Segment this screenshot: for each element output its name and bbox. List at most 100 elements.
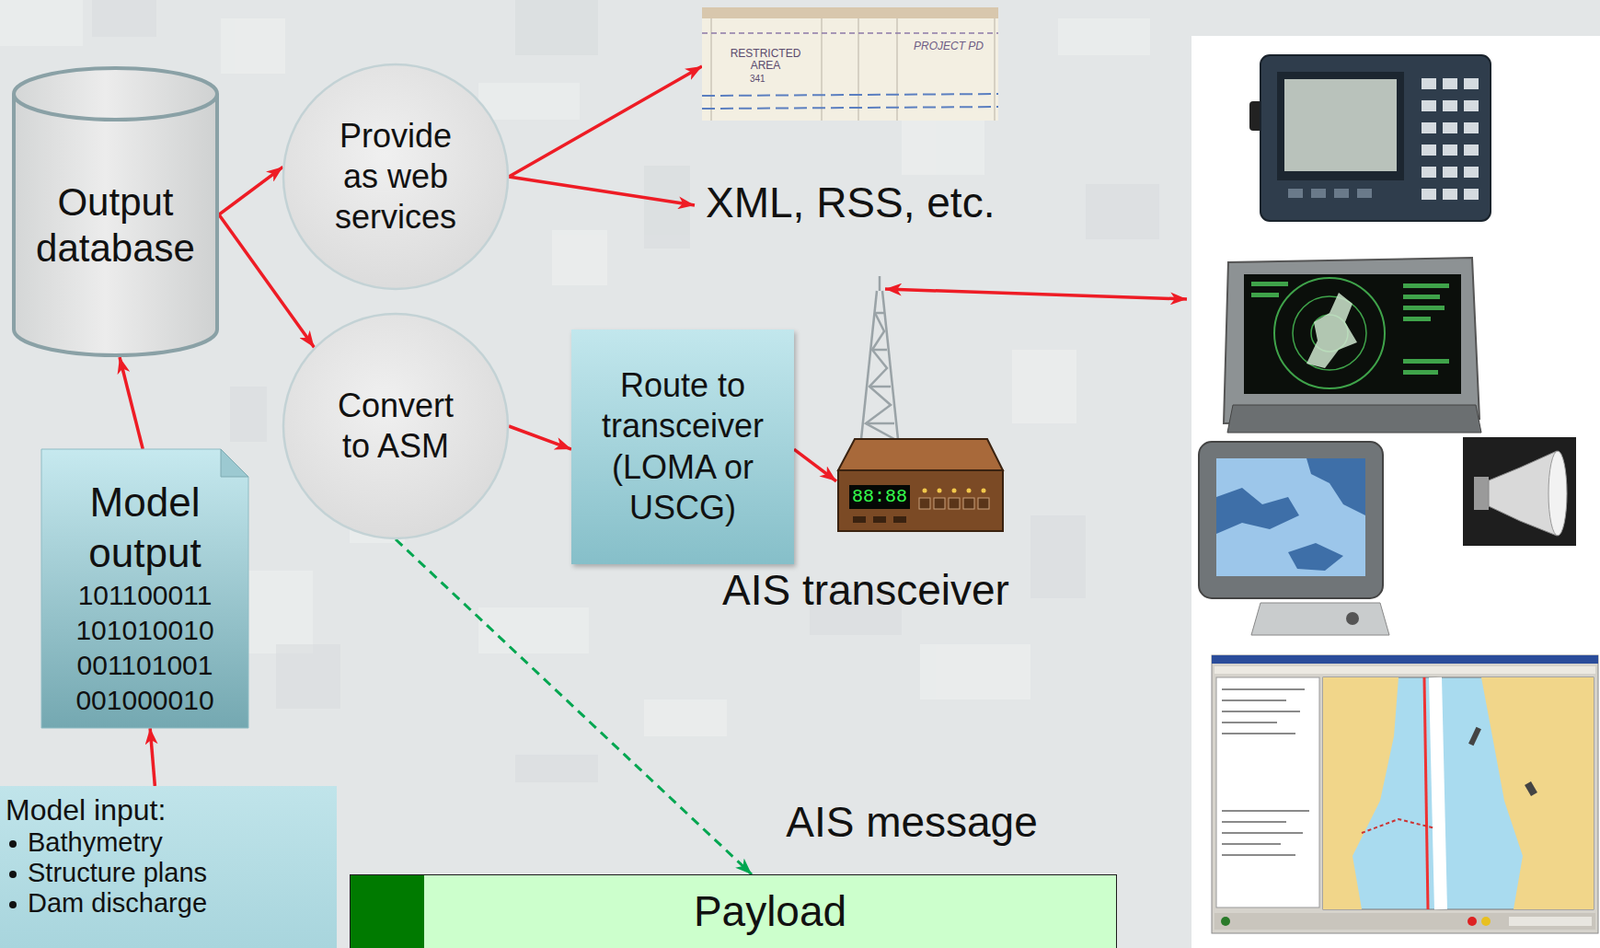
background-texture: [92, 0, 1160, 783]
navigation-software-screenshot: [1216, 677, 1320, 908]
channel-line: [702, 106, 999, 109]
chart-monitor-picture: [1198, 441, 1383, 599]
flow-arrow: [149, 727, 155, 786]
display-readout: 88:88: [849, 484, 910, 509]
gps-receiver-picture: [1421, 188, 1437, 200]
cylinder-rim: [13, 93, 218, 120]
background-texture: [0, 0, 1151, 737]
loudspeaker-picture: [1548, 450, 1567, 536]
bullet-item: Bathymetry: [0, 827, 163, 858]
radio-tower: [878, 276, 882, 291]
navigation-software-screenshot: [1221, 688, 1305, 691]
navigation-software-screenshot: [1221, 699, 1287, 702]
background-texture: [552, 230, 608, 286]
radar-display-picture: [1403, 316, 1431, 322]
background-texture: [920, 644, 1031, 700]
radar-display-picture: [1243, 274, 1462, 394]
gps-receiver-picture: [1442, 100, 1458, 112]
background-texture: [230, 386, 267, 442]
chart-gridline: [858, 18, 860, 121]
radar-display-picture: [1227, 404, 1482, 433]
background-texture: [1058, 18, 1151, 56]
bullet-item: Structure plans: [0, 857, 208, 888]
background-texture: [644, 699, 727, 737]
background-texture: [349, 478, 405, 543]
chart-monitor-picture: [1216, 458, 1366, 576]
node-label: Route to transceiver (LOMA or USCG): [590, 365, 775, 529]
gps-receiver-picture: [1311, 188, 1326, 198]
background-texture: [478, 82, 580, 120]
background-texture: [0, 0, 83, 47]
navigation-software-screenshot: [1221, 831, 1303, 834]
navigation-software-screenshot: [1221, 721, 1278, 724]
navigation-software-screenshot: [1214, 912, 1596, 930]
gps-receiver-picture: [1284, 79, 1397, 172]
chart-monitor-picture: [1198, 441, 1390, 635]
node-label: XML, RSS, etc.: [694, 178, 995, 228]
radar-display-picture: [1306, 292, 1358, 369]
flow-arrow: [794, 448, 837, 482]
node-label: Convert to ASM: [326, 385, 465, 468]
restricted-boundary: [702, 32, 999, 35]
navigation-software-screenshot: [1211, 655, 1599, 664]
background-texture: [220, 18, 286, 74]
chart-monitor-picture: [1288, 542, 1344, 571]
node-label: AIS transceiver: [722, 565, 1010, 615]
navigation-software-screenshot: [1221, 842, 1281, 845]
gps-receiver-picture: [1288, 188, 1303, 198]
navigation-software-screenshot: [1221, 688, 1310, 856]
navigation-software-screenshot: [1221, 820, 1287, 823]
indicator-light: [922, 488, 928, 494]
indicator-light: [981, 488, 987, 494]
navigation-software-screenshot: [1361, 818, 1436, 833]
gps-receiver-picture: [1463, 166, 1479, 178]
navigation-software-screenshot: [1424, 677, 1428, 910]
navigation-software-screenshot: [1524, 781, 1538, 796]
chart-image-outline: [702, 7, 999, 121]
device-button: [978, 497, 990, 509]
gps-receiver-picture: [1260, 55, 1491, 221]
cylinder-body: [13, 68, 218, 356]
device-front: [838, 470, 1003, 531]
chart-gridline: [994, 18, 996, 121]
dashed-arrow: [395, 539, 752, 875]
background-texture: [239, 570, 313, 654]
navigation-software-screenshot: [1481, 916, 1491, 926]
node-label: Provide as web services: [326, 115, 465, 239]
radar-display-picture: [1403, 294, 1440, 300]
background-texture: [1085, 184, 1160, 240]
navigation-software-screenshot: [1468, 726, 1482, 747]
gps-receiver-picture: [1442, 166, 1458, 178]
indicator-light: [952, 488, 957, 494]
navigation-software-screenshot: [1481, 677, 1594, 910]
flow-arrow: [119, 356, 143, 449]
node-label: Output database: [21, 179, 210, 273]
gps-receiver-picture: [1463, 144, 1479, 156]
loudspeaker-picture: [1473, 476, 1489, 510]
chart-monitor-picture: [1251, 602, 1390, 635]
radar-display-picture: [1223, 257, 1482, 433]
gps-receiver-picture: [1421, 166, 1437, 178]
chart-monitor-picture: [1346, 611, 1359, 625]
indicator-light: [966, 488, 972, 494]
gps-receiver-picture: [1442, 144, 1458, 156]
chart-image: RESTRICTED AREA341PROJECT PD: [702, 7, 999, 121]
device-button: [919, 497, 931, 509]
radar-display-picture: [1223, 257, 1480, 424]
background-texture: [644, 165, 691, 249]
gps-receiver-picture: [1442, 122, 1458, 134]
radar-display-picture: [1251, 281, 1289, 287]
radar-display-picture: [1403, 305, 1445, 311]
navigation-software-screenshot: [1323, 677, 1399, 910]
chart-annotation: 341: [749, 73, 766, 84]
device-button: [852, 516, 866, 523]
loudspeaker-picture: [1462, 437, 1577, 546]
process-circle: Convert to ASM: [281, 311, 510, 541]
navigation-software-screenshot: [1221, 809, 1310, 812]
navigation-software-screenshot: [1435, 677, 1441, 910]
background-texture: [1012, 349, 1077, 424]
chart-annotation: PROJECT PD: [913, 40, 984, 53]
device-button: [893, 516, 907, 523]
flow-arrow: [508, 425, 572, 449]
